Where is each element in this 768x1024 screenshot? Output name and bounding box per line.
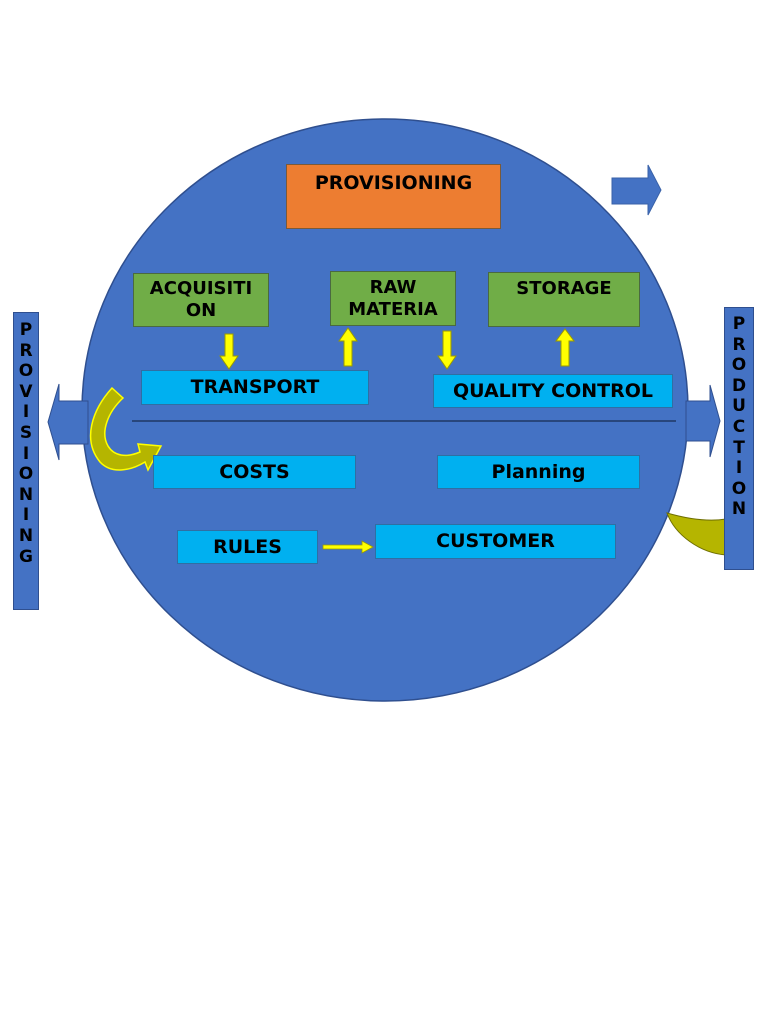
side-letter: O [18,464,34,485]
costs-box: COSTS [153,455,356,489]
rules-label: RULES [213,535,282,558]
side-letter: N [18,484,34,505]
side-letter: O [731,478,747,499]
arrow-down-quality-icon [437,330,457,370]
side-letter: P [732,314,746,334]
storage-label: STORAGE [516,278,612,299]
acquisition-label: ACQUISITI ON [149,278,253,321]
provisioning-title-label: PROVISIONING [314,172,473,194]
side-letter: T [733,437,745,458]
customer-label: CUSTOMER [436,530,555,552]
provisioning-title-box: PROVISIONING [286,164,501,229]
arrow-up-storage-icon [555,328,575,367]
raw-material-label: RAW MATERIA [348,276,438,320]
right-block-arrow-icon [685,384,721,458]
transport-label: TRANSPORT [190,376,320,399]
acquisition-box: ACQUISITI ON [133,273,269,327]
side-letter: V [19,381,33,402]
side-letter: O [18,361,34,382]
side-letter: I [22,443,30,464]
side-letter: I [22,402,30,423]
arrow-down-acquisition-icon [219,333,239,370]
rules-box: RULES [177,530,318,564]
side-letter: P [19,320,33,340]
storage-box: STORAGE [488,272,640,327]
side-letter: N [731,499,747,520]
customer-box: CUSTOMER [375,524,616,559]
side-letter: U [732,396,746,417]
side-letter: N [18,525,34,546]
side-letter: I [735,458,743,479]
transport-box: TRANSPORT [141,370,369,405]
planning-box: Planning [437,455,640,489]
side-letter: D [731,375,747,396]
planning-label: Planning [491,460,586,483]
left-block-arrow-icon [47,383,89,461]
side-letter: G [19,546,33,567]
side-letter: I [22,505,30,526]
side-letter: O [731,355,747,376]
arrow-rules-to-customer-icon [322,540,374,554]
side-letter: S [19,422,33,443]
side-letter: C [732,416,746,437]
raw-material-box: RAW MATERIA [330,271,456,326]
side-letter: R [732,334,746,355]
quality-control-label: QUALITY CONTROL [452,379,654,402]
curved-arrow-right-icon [666,512,727,556]
costs-label: COSTS [219,460,290,483]
quality-control-box: QUALITY CONTROL [433,374,673,408]
top-right-arrow-icon [611,164,662,216]
side-letter: R [19,340,33,361]
arrow-up-raw-material-icon [338,327,358,367]
